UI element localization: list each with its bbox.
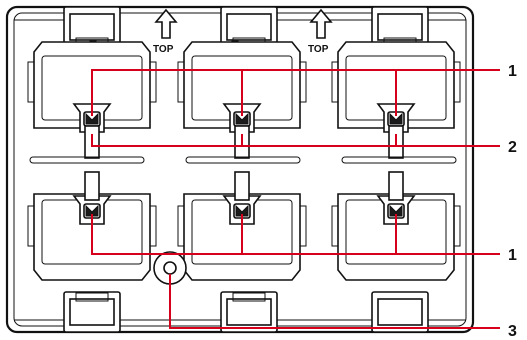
top-clip-left <box>63 6 121 48</box>
top-clip-right <box>371 6 429 48</box>
connector-rail <box>234 171 250 201</box>
leader-lines <box>91 69 500 329</box>
cell-side-right <box>453 205 461 247</box>
latch-tab <box>85 204 99 217</box>
top-label-left: TOP <box>153 44 174 55</box>
cell-side-left <box>177 61 185 103</box>
connector-rail <box>388 171 404 201</box>
leader-lower-latches <box>91 214 500 255</box>
cell-side-right <box>149 205 157 247</box>
latch-tab <box>389 204 403 217</box>
cell-side-right <box>299 61 307 103</box>
leader-middle-connectors <box>91 134 500 147</box>
callout-1-lower: 1 <box>508 247 517 264</box>
cell-side-left <box>177 205 185 247</box>
connector-rail <box>84 171 100 201</box>
top-arrow-left: TOP <box>153 8 178 55</box>
latch-tab <box>85 112 99 125</box>
callout-3: 3 <box>508 323 517 340</box>
leader-upper-latches <box>91 69 500 116</box>
callout-2: 2 <box>508 139 517 156</box>
cell-side-right <box>453 61 461 103</box>
cell-side-left <box>331 205 339 247</box>
cell-side-right <box>149 61 157 103</box>
module-cells <box>27 41 461 281</box>
latch-tab <box>235 112 249 125</box>
divider-slots <box>29 156 457 164</box>
top-clip-middle <box>220 6 278 48</box>
bottom-clip-right <box>371 269 429 333</box>
latch-tab <box>389 112 403 125</box>
cell-side-right <box>299 205 307 247</box>
cell-side-left <box>27 61 35 103</box>
top-label-right: TOP <box>308 44 329 55</box>
callout-1-upper: 1 <box>508 63 517 80</box>
cell-side-left <box>331 61 339 103</box>
mounting-hole <box>153 251 187 285</box>
leader-mounting-hole <box>169 274 500 329</box>
bottom-clip-middle <box>220 291 278 333</box>
cell-side-left <box>27 205 35 247</box>
bottom-clip-left <box>63 291 121 333</box>
latch-tab <box>235 204 249 217</box>
top-arrow-right: TOP <box>308 8 333 55</box>
